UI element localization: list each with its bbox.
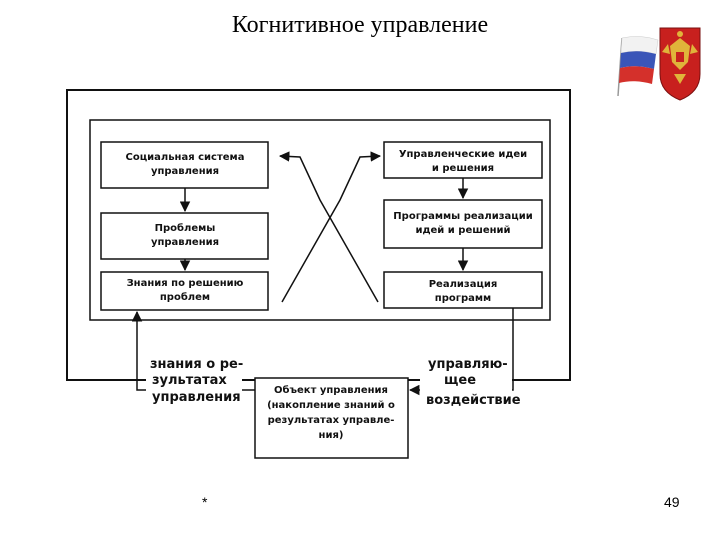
box-knowledge-line-1: Знания по решению — [127, 278, 244, 289]
cross-arrow-to-ideas — [281, 151, 382, 303]
page-number: 49 — [664, 494, 680, 510]
label-knowledge-of-results-line-3: управления — [152, 390, 241, 405]
russian-flag-and-coat-of-arms-icon — [617, 27, 701, 101]
inner-frame — [89, 119, 551, 321]
box-problems: Проблемы управления — [100, 212, 269, 260]
label-control-action-line-3: воздействие — [426, 393, 521, 408]
box-knowledge: Знания по решению проблем — [100, 271, 269, 311]
label-control-action-line-1: управляю- — [428, 357, 508, 372]
box-control-object-line-4: ния) — [319, 430, 344, 441]
slide-title: Когнитивное управление — [231, 12, 489, 38]
box-control-object: Объект управления (накопление знаний о р… — [254, 377, 409, 459]
box-ideas-line-2: и решения — [432, 163, 494, 174]
box-programs-line-1: Программы реализации — [393, 211, 532, 222]
label-knowledge-of-results-line-2: зультатах — [152, 373, 227, 388]
box-ideas: Управленческие идеи и решения — [383, 141, 543, 179]
box-realization-line-2: программ — [435, 293, 491, 304]
box-control-object-line-1: Объект управления — [274, 384, 388, 396]
box-social-system: Социальная система управления — [100, 141, 269, 189]
box-control-object-line-2: (накопление знаний о — [267, 400, 395, 411]
box-ideas-line-1: Управленческие идеи — [399, 149, 527, 160]
footer-marker: * — [202, 494, 208, 510]
box-programs: Программы реализации идей и решений — [383, 199, 543, 249]
box-realization: Реализация программ — [383, 271, 543, 309]
box-social-system-line-2: управления — [151, 166, 219, 177]
box-realization-line-1: Реализация — [429, 279, 498, 290]
flag-icon — [617, 36, 659, 97]
box-problems-line-1: Проблемы — [155, 222, 216, 234]
box-problems-line-2: управления — [151, 237, 219, 248]
box-control-object-line-3: результатах управле- — [268, 415, 395, 426]
coat-of-arms-icon — [659, 27, 701, 101]
box-social-system-line-1: Социальная система — [126, 152, 245, 163]
cross-arrow-to-social — [278, 151, 379, 303]
box-programs-line-2: идей и решений — [415, 225, 510, 236]
box-knowledge-line-2: проблем — [160, 291, 210, 303]
label-knowledge-of-results-line-1: знания о ре- — [150, 357, 243, 372]
label-control-action-line-2: щее — [444, 373, 476, 388]
